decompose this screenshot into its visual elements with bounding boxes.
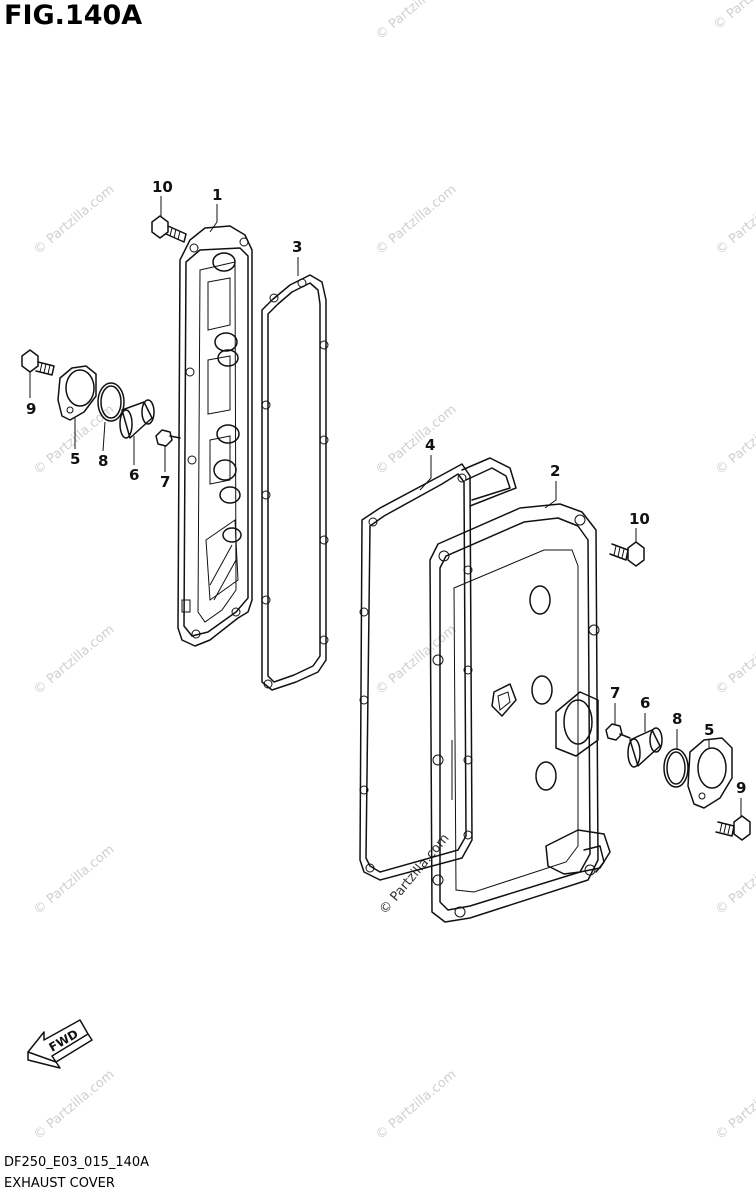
left-gasket xyxy=(261,274,329,691)
callout-4: 4 xyxy=(425,436,435,454)
watermark: © Partzilla.com xyxy=(373,0,459,43)
watermark: © Partzilla.com xyxy=(711,0,756,33)
callout-3: 3 xyxy=(292,238,302,256)
callout-6-right: 6 xyxy=(640,694,650,712)
leader-line xyxy=(419,455,432,491)
watermark: © Partzilla.com xyxy=(713,842,756,918)
right-cap-bolt xyxy=(715,815,751,841)
watermark: © Partzilla.com xyxy=(31,182,117,258)
watermark: © Partzilla.com xyxy=(713,402,756,478)
leader-line xyxy=(102,421,106,452)
left-cap-bolt xyxy=(21,349,55,376)
left-cap xyxy=(57,365,97,421)
figure-title: FIG.140A xyxy=(4,0,143,31)
right-plug xyxy=(627,727,663,768)
watermark-layer: © Partzilla.com © Partzilla.com © Partzi… xyxy=(31,0,756,1143)
right-small-bolt xyxy=(605,723,631,741)
callout-7-left: 7 xyxy=(160,473,170,491)
left-top-bolt xyxy=(151,215,187,243)
watermark: © Partzilla.com xyxy=(373,402,459,478)
callout-2: 2 xyxy=(550,462,560,480)
callout-6-left: 6 xyxy=(129,466,139,484)
callout-9-right: 9 xyxy=(736,779,746,797)
right-cap xyxy=(687,737,733,809)
diagram-code: DF250_E03_015_140A xyxy=(4,1155,150,1170)
callout-layer: 1 3 10 9 5 8 6 7 4 2 10 7 xyxy=(26,178,746,816)
callout-10-right: 10 xyxy=(629,510,650,528)
fwd-arrow: FWD xyxy=(27,1019,93,1069)
watermark: © Partzilla.com xyxy=(713,1067,756,1143)
callout-5-left: 5 xyxy=(70,450,80,468)
right-exhaust-cover xyxy=(429,503,611,923)
watermark: © Partzilla.com xyxy=(373,182,459,258)
watermark: © Partzilla.com xyxy=(377,831,453,917)
callout-8-left: 8 xyxy=(98,452,108,470)
left-plug xyxy=(119,399,155,439)
left-o-ring xyxy=(97,382,125,422)
watermark: © Partzilla.com xyxy=(713,622,756,698)
callout-9-left: 9 xyxy=(26,400,36,418)
watermark: © Partzilla.com xyxy=(31,1067,117,1143)
leader-line xyxy=(209,204,218,233)
watermark: © Partzilla.com xyxy=(31,622,117,698)
left-small-bolt xyxy=(155,429,181,447)
callout-5-right: 5 xyxy=(704,721,714,739)
callout-7-right: 7 xyxy=(610,684,620,702)
right-o-ring xyxy=(663,748,689,788)
diagram-name: EXHAUST COVER xyxy=(4,1176,115,1191)
watermark: © Partzilla.com xyxy=(31,842,117,918)
callout-8-right: 8 xyxy=(672,710,682,728)
callout-10-left: 10 xyxy=(152,178,173,196)
right-top-bolt xyxy=(609,541,645,567)
callout-1: 1 xyxy=(212,186,222,204)
leader-line xyxy=(544,481,557,509)
right-gasket xyxy=(359,457,517,881)
left-exhaust-cover xyxy=(177,225,253,647)
watermark: © Partzilla.com xyxy=(713,182,756,258)
watermark: © Partzilla.com xyxy=(373,1067,459,1143)
watermark: © Partzilla.com xyxy=(373,622,459,698)
